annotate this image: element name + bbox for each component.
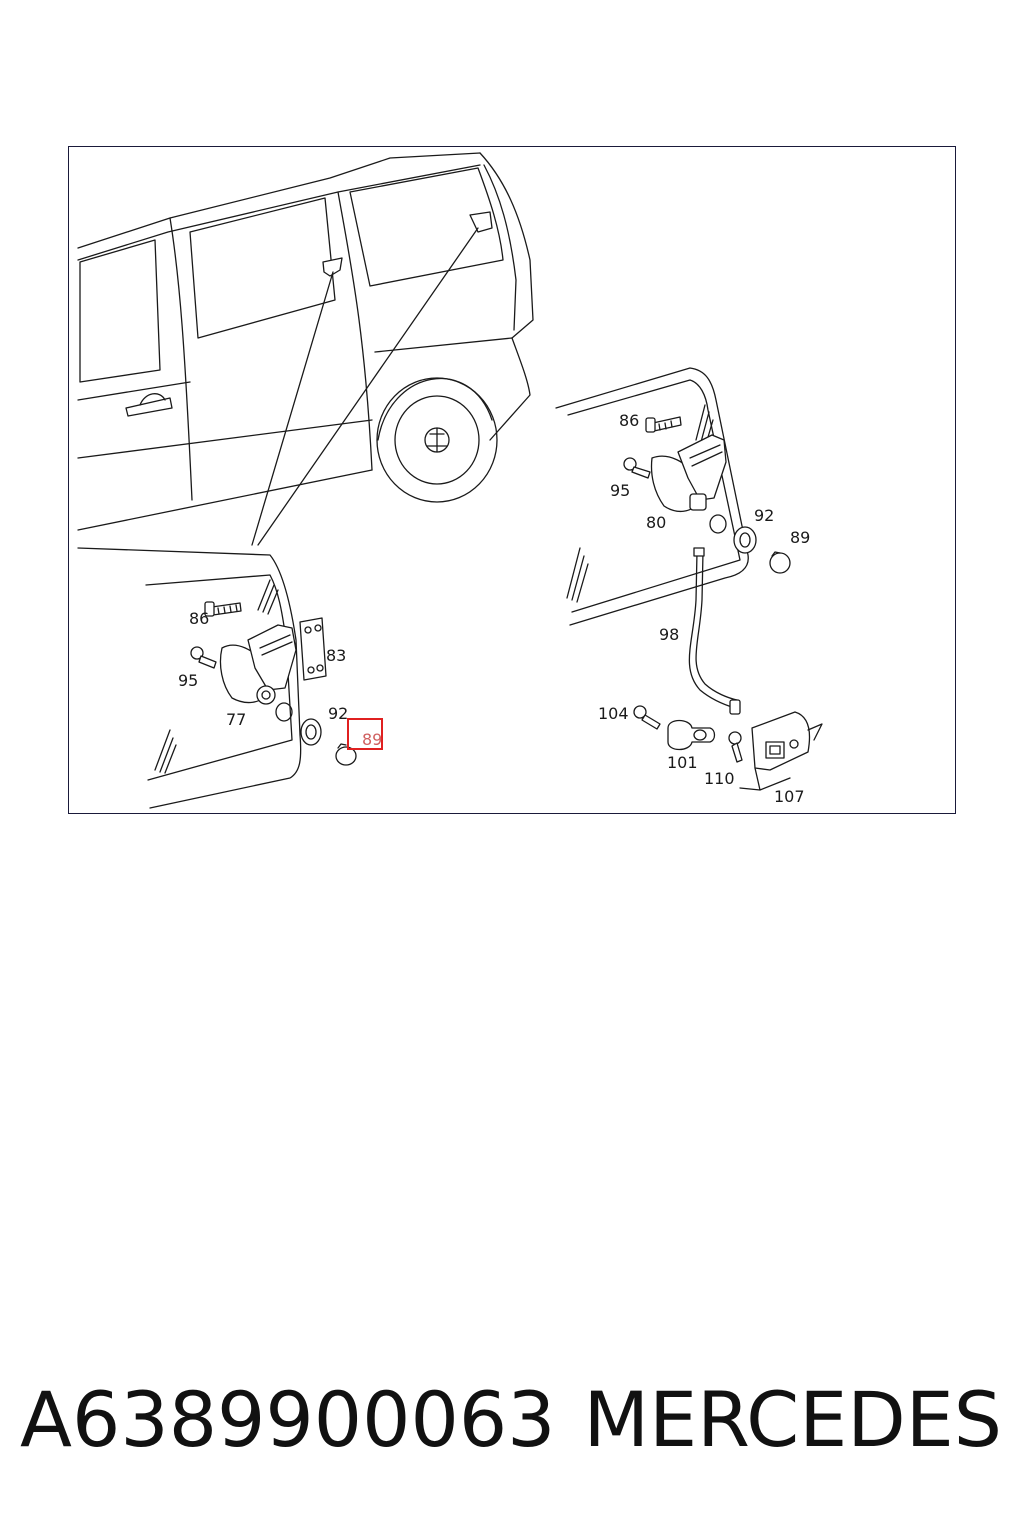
callout-95-right: 95 <box>610 481 630 500</box>
callout-107-right: 107 <box>774 787 805 806</box>
callout-83-left: 83 <box>326 646 346 665</box>
brand-name: MERCEDES <box>583 1375 1002 1464</box>
callout-110-right: 110 <box>704 769 735 788</box>
callout-89-right: 89 <box>790 528 810 547</box>
footer: A6389900063 MERCEDES <box>0 1370 1024 1470</box>
callout-98-right: 98 <box>659 625 679 644</box>
callout-86-left: 86 <box>189 609 209 628</box>
left-window-assembly <box>77 547 357 809</box>
callout-92-left: 92 <box>328 704 348 723</box>
callout-89-left-highlighted: 89 <box>362 730 382 749</box>
callout-86-right: 86 <box>619 411 639 430</box>
right-window-assembly <box>555 367 823 791</box>
highlight-box <box>347 718 383 750</box>
part-number: A6389900063 <box>20 1375 556 1464</box>
diagram-frame <box>68 146 956 814</box>
van-illustration <box>77 152 534 546</box>
callout-104-right: 104 <box>598 704 629 723</box>
callout-95-left: 95 <box>178 671 198 690</box>
callout-101-right: 101 <box>667 753 698 772</box>
callout-77-left: 77 <box>226 710 246 729</box>
callout-80-right: 80 <box>646 513 666 532</box>
callout-92-right: 92 <box>754 506 774 525</box>
